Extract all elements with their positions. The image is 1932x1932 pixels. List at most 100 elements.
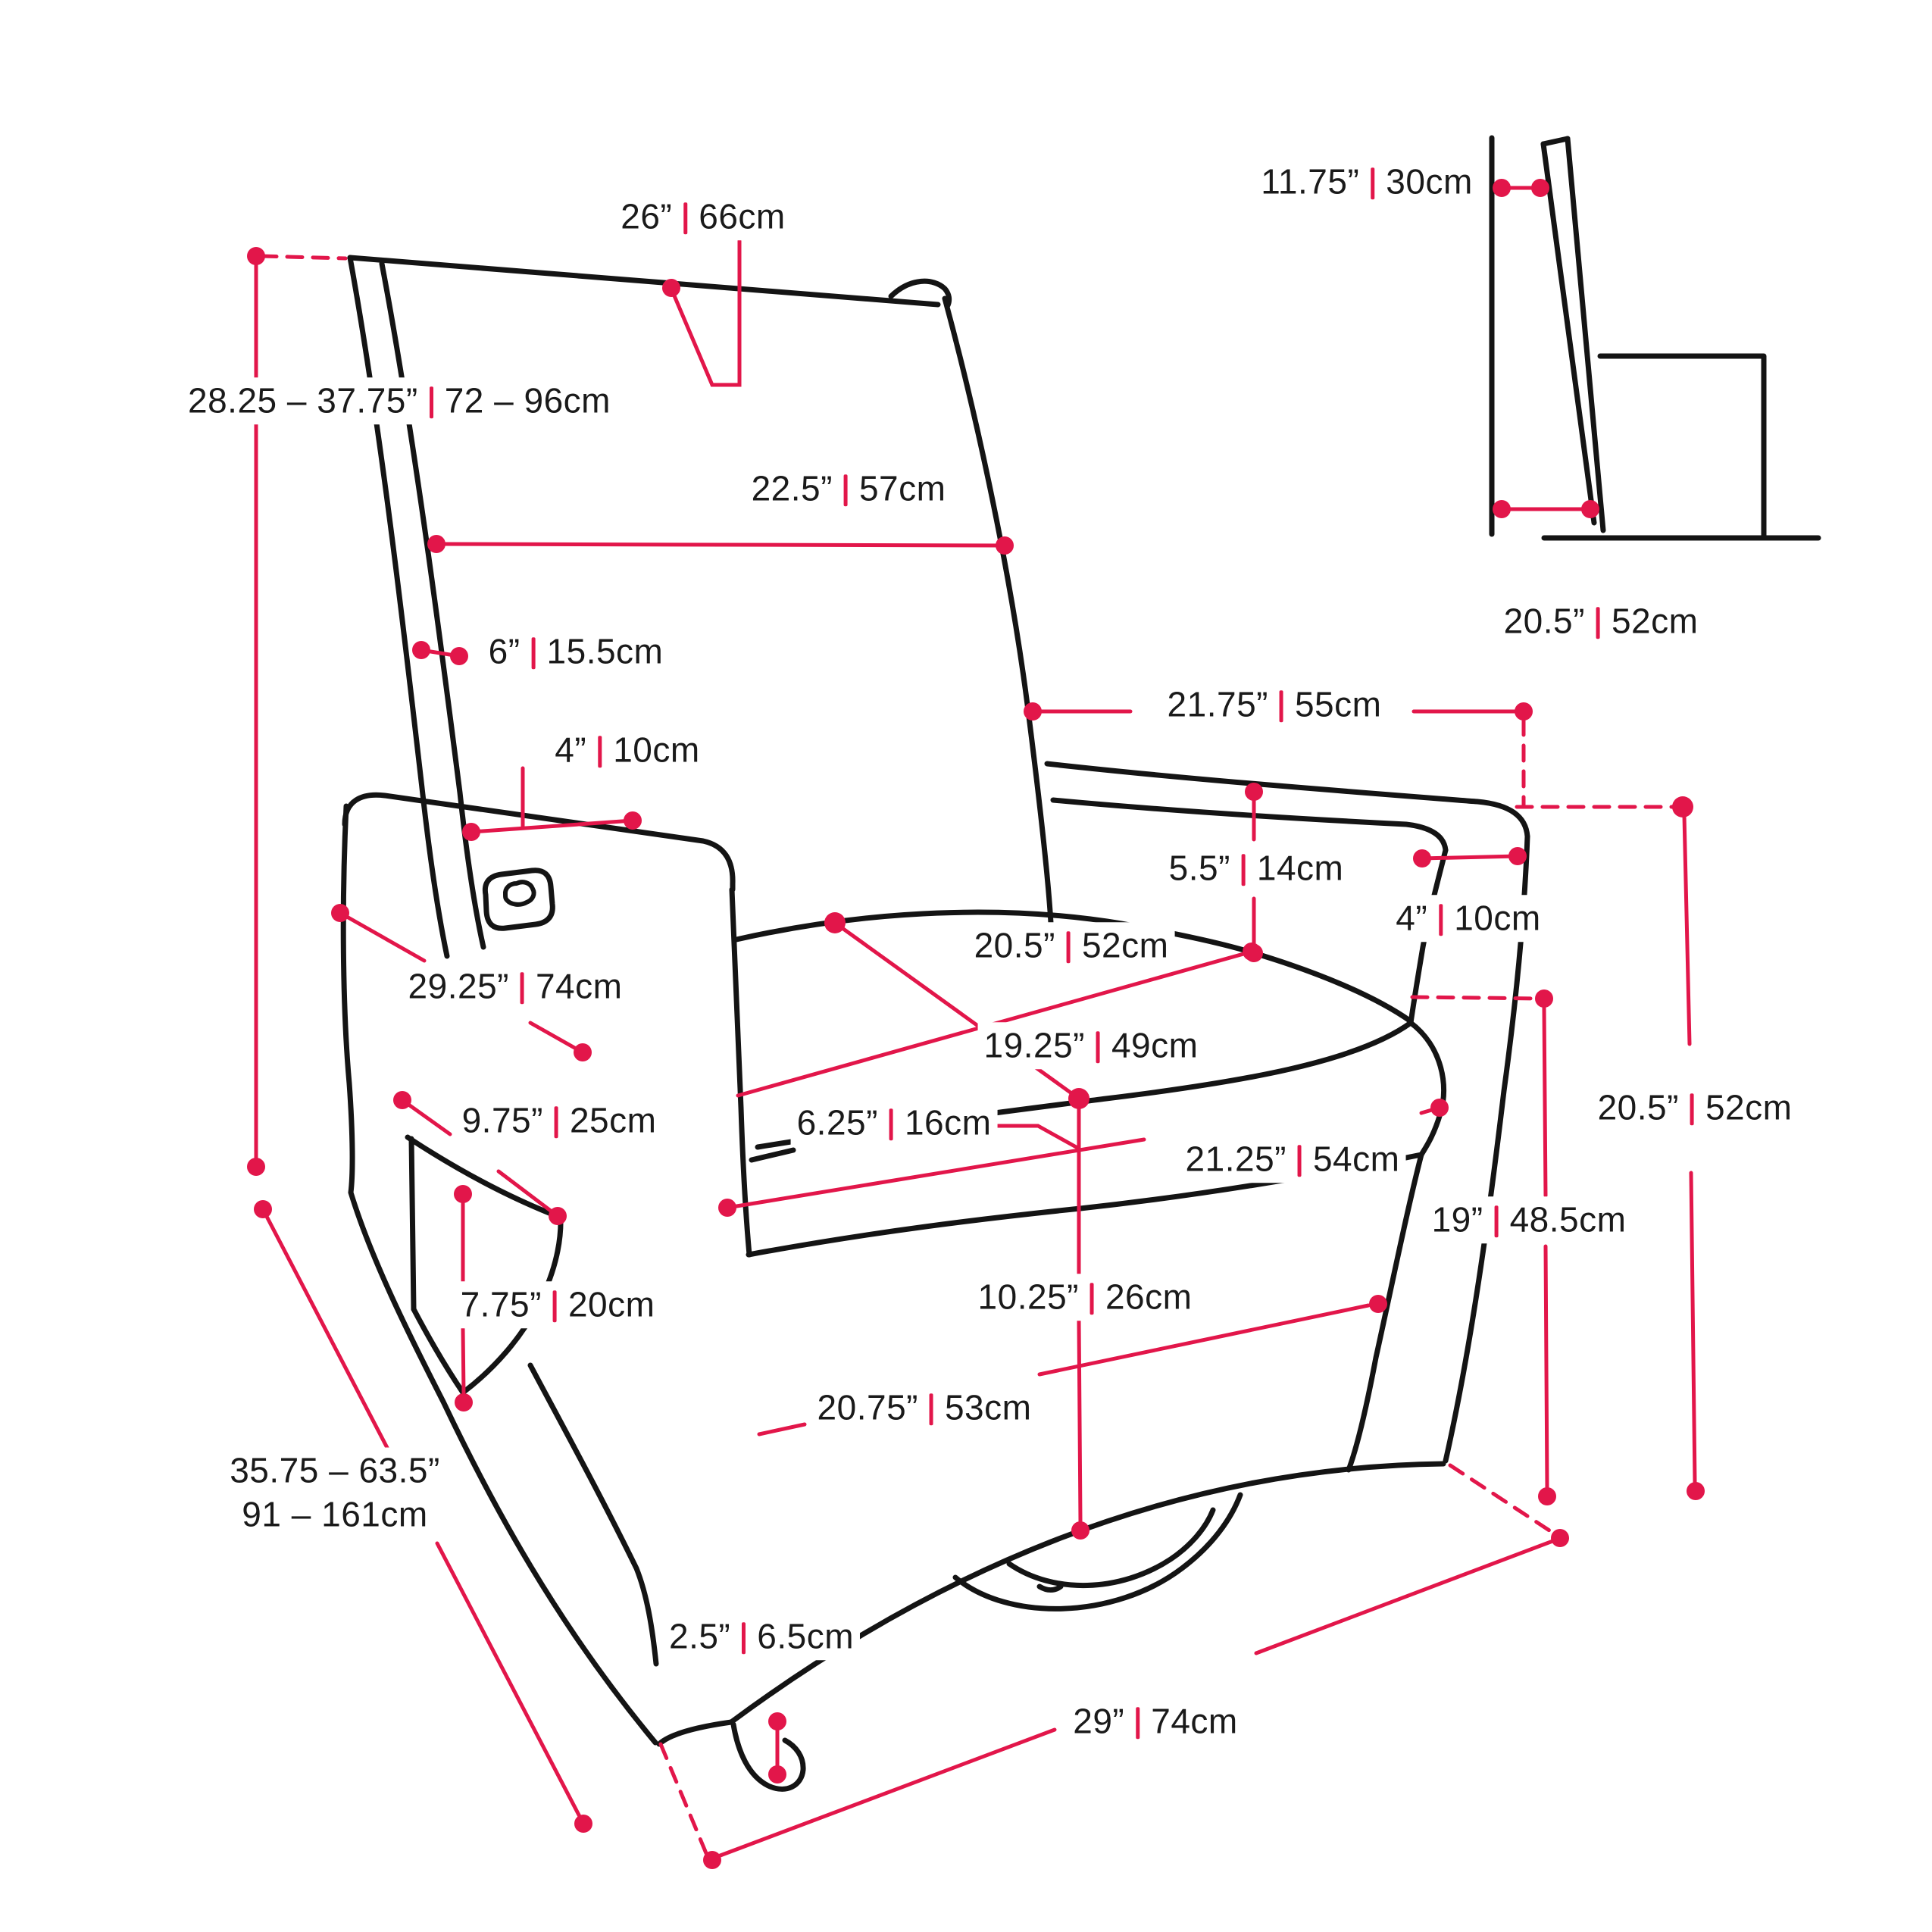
inches-value: 29” xyxy=(1073,1701,1125,1741)
inches-value: 29.25” xyxy=(408,966,509,1006)
centimeters-value: 74cm xyxy=(1151,1701,1238,1741)
dimension-label-base-width: 29” 74cm xyxy=(1067,1698,1244,1745)
separator-bar xyxy=(843,474,848,507)
separator-bar xyxy=(742,1622,746,1655)
dimension-label-wall-clearance-top: 11.75” 30cm xyxy=(1255,158,1479,205)
centimeters-value: 15.5cm xyxy=(546,631,664,671)
dimension-label-arm-panel-depth: 29.25” 74cm xyxy=(402,963,629,1010)
centimeters-value: 10cm xyxy=(613,730,700,770)
centimeters-value: 10cm xyxy=(1454,898,1541,938)
inches-value: 21.25” xyxy=(1185,1139,1286,1179)
separator-bar xyxy=(1241,854,1246,886)
separator-bar xyxy=(552,1290,557,1323)
dimension-label-floor-clearance: 2.5” 6.5cm xyxy=(662,1613,861,1660)
inches-value: 20.5” xyxy=(1503,601,1585,641)
separator-bar xyxy=(1136,1707,1140,1740)
side-pocket xyxy=(405,1134,564,1396)
inches-value: 2.5” xyxy=(668,1616,731,1656)
centimeters-value: 16cm xyxy=(904,1102,992,1143)
inches-value: 20.5” xyxy=(974,925,1055,965)
centimeters-value: 48.5cm xyxy=(1509,1199,1627,1240)
inches-value: 10.25” xyxy=(977,1277,1079,1317)
centimeters-value: 30cm xyxy=(1386,161,1473,202)
separator-bar xyxy=(929,1393,933,1426)
separator-bar xyxy=(429,386,433,419)
dimension-label-base-depth: 20.75” 53cm xyxy=(811,1384,1038,1431)
dimension-label-backrest-mid-width: 22.5” 57cm xyxy=(745,465,952,512)
inches-value: 26” xyxy=(621,196,673,236)
dimension-label-arm-top-width: 4” 10cm xyxy=(549,727,706,774)
inches-value: 11.75” xyxy=(1261,161,1360,202)
separator-bar xyxy=(598,736,602,768)
inset-side-view xyxy=(1489,135,1821,541)
centimeters-value: 66cm xyxy=(699,196,786,236)
centimeters-value: 26cm xyxy=(1105,1277,1193,1317)
separator-bar xyxy=(1371,167,1375,200)
inches-value: 4” xyxy=(1396,898,1428,938)
dimension-label-seat-front-width: 21.25” 54cm xyxy=(1179,1136,1406,1183)
dimension-label-seat-depth: 19.25” 49cm xyxy=(977,1022,1205,1069)
inches-value: 6.25” xyxy=(796,1102,878,1143)
separator-bar xyxy=(1279,690,1283,723)
inches-value: 5.5” xyxy=(1168,848,1230,888)
inches-value: 35.75 – 63.5” xyxy=(230,1450,440,1490)
dimension-label-pocket-height: 7.75” 20cm xyxy=(454,1281,661,1328)
inches-value: 20.75” xyxy=(817,1387,918,1427)
dimension-lines xyxy=(247,239,1705,1869)
inches-value: 20.5” xyxy=(1597,1087,1679,1127)
centimeters-value: 55cm xyxy=(1294,684,1382,724)
centimeters-value: 91 – 161cm xyxy=(242,1494,428,1533)
inches-value: 6” xyxy=(488,631,521,671)
separator-bar xyxy=(1439,904,1443,936)
centimeters-value: 53cm xyxy=(944,1387,1032,1427)
separator-bar xyxy=(1089,1283,1094,1315)
dimension-label-pocket-width: 9.75” 25cm xyxy=(455,1097,663,1144)
centimeters-value: 6.5cm xyxy=(757,1616,855,1656)
centimeters-value: 52cm xyxy=(1611,601,1699,641)
dimension-label-arm-height-above-seat: 5.5” 14cm xyxy=(1162,845,1350,892)
separator-bar xyxy=(1596,607,1600,639)
separator-bar xyxy=(1297,1145,1302,1177)
centimeters-value: 72 – 96cm xyxy=(444,380,611,420)
inches-value: 21.75” xyxy=(1167,684,1268,724)
left-arm xyxy=(340,792,752,1746)
separator-bar xyxy=(683,202,688,235)
dimension-label-backrest-height-range: 28.25 – 37.75” 72 – 96cm xyxy=(182,377,617,424)
separator-bar xyxy=(554,1106,558,1139)
dimension-label-base-front-height: 10.25” 26cm xyxy=(971,1274,1199,1321)
dimension-label-wall-clearance-seat: 20.5” 52cm xyxy=(1497,598,1705,645)
dimension-label-backrest-side-depth: 6” 15.5cm xyxy=(482,628,670,675)
inches-value: 22.5” xyxy=(751,468,833,508)
dimension-dots xyxy=(247,247,1705,1869)
swivel-base xyxy=(952,1492,1243,1612)
centimeters-value: 52cm xyxy=(1705,1087,1793,1127)
inches-value: 4” xyxy=(555,730,587,770)
separator-bar xyxy=(531,637,536,670)
separator-bar xyxy=(1066,931,1071,964)
front-foot xyxy=(730,1721,806,1792)
centimeters-value: 74cm xyxy=(535,966,623,1006)
centimeters-value: 57cm xyxy=(858,468,946,508)
separator-bar xyxy=(889,1108,893,1141)
centimeters-value: 52cm xyxy=(1081,925,1169,965)
inches-value: 9.75” xyxy=(461,1100,543,1140)
centimeters-value: 49cm xyxy=(1111,1025,1199,1065)
dimension-label-seat-cushion-thickness: 6.25” 16cm xyxy=(790,1099,998,1146)
centimeters-value: 20cm xyxy=(567,1284,655,1324)
inches-value: 28.25 – 37.75” xyxy=(188,380,418,420)
centimeters-value: 14cm xyxy=(1256,848,1344,888)
right-arm xyxy=(1044,761,1530,1473)
inches-value: 19.25” xyxy=(983,1025,1085,1065)
dimension-label-arm-height-from-floor: 20.5” 52cm xyxy=(1591,1084,1799,1131)
separator-bar xyxy=(1494,1205,1499,1238)
separator-bar xyxy=(1690,1093,1694,1126)
separator-bar xyxy=(520,972,524,1005)
centimeters-value: 25cm xyxy=(569,1100,657,1140)
inches-value: 19” xyxy=(1431,1199,1483,1240)
inches-value: 7.75” xyxy=(460,1284,542,1324)
separator-bar xyxy=(1096,1031,1100,1064)
recline-handle-icon xyxy=(482,868,555,931)
centimeters-value: 54cm xyxy=(1312,1139,1400,1179)
dimension-label-backrest-top-width: 26” 66cm xyxy=(614,193,792,240)
